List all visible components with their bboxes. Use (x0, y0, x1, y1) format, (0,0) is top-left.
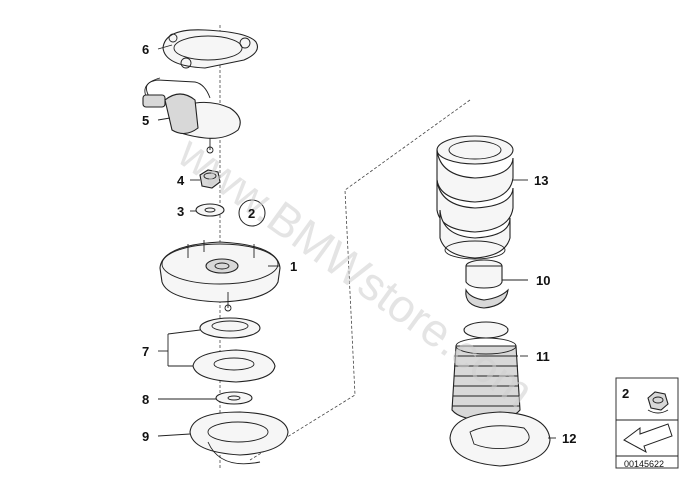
callout-3: 3 (177, 204, 184, 219)
callout-8: 8 (142, 392, 149, 407)
bearing-set-icon (192, 317, 276, 383)
nut-icon (199, 169, 221, 189)
callout-13: 13 (534, 173, 548, 188)
support-bearing-icon (159, 240, 281, 312)
reference-circle-2 (238, 199, 266, 227)
callout-6: 6 (142, 42, 149, 57)
leader-lines-right (502, 179, 556, 439)
callout-9: 9 (142, 429, 149, 444)
coil-spring-icon (436, 135, 514, 260)
arrow-icon (623, 423, 673, 454)
ring-icon (215, 391, 253, 405)
legend-label: 2 (622, 386, 629, 401)
callout-7: 7 (142, 344, 149, 359)
legend-code: 00145622 (624, 459, 664, 469)
callout-11: 11 (536, 349, 550, 364)
leader-lines-left (157, 44, 280, 437)
callout-4: 4 (177, 173, 185, 188)
callout-12: 12 (562, 431, 576, 446)
legend-box: 2 00145622 (615, 377, 679, 469)
callout-5: 5 (142, 113, 149, 128)
callout-2: 2 (248, 206, 255, 221)
callout-10: 10 (536, 273, 550, 288)
washer-icon (195, 203, 225, 217)
bump-stop-icon (465, 259, 509, 309)
sensor-connector-icon (142, 77, 241, 154)
hex-nut-icon (647, 391, 669, 414)
gasket-plate-icon (162, 29, 259, 69)
spring-seat-icon (189, 411, 289, 465)
lower-spring-pad-icon (449, 411, 551, 467)
callout-1: 1 (290, 259, 297, 274)
